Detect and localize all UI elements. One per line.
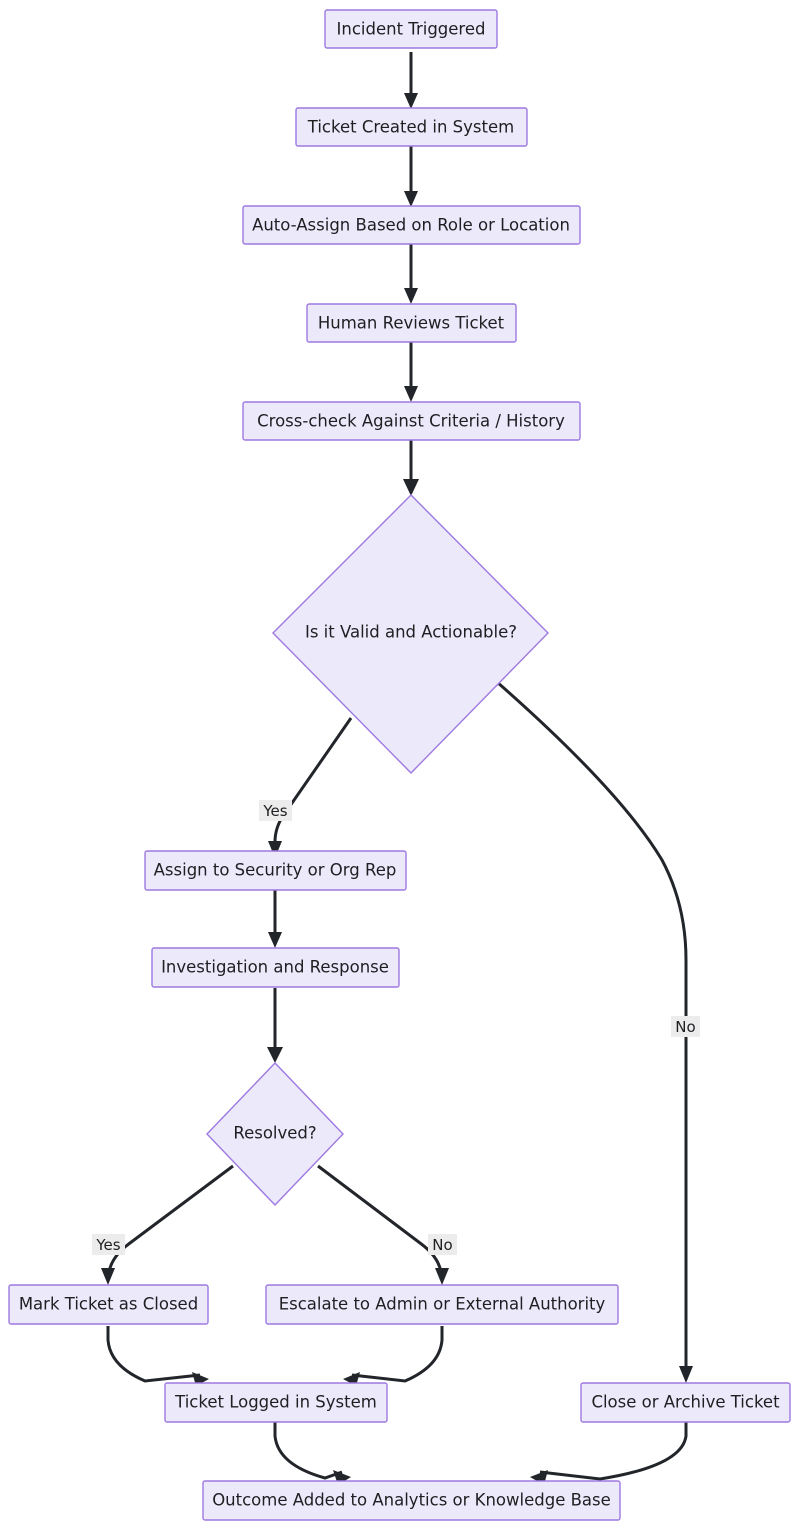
node-assign-security-rep-label: Assign to Security or Org Rep — [154, 861, 397, 880]
edge-archive-to-outcome — [539, 1422, 688, 1481]
node-cross-check-label: Cross-check Against Criteria / History — [257, 412, 565, 431]
arrowhead-crosscheck-to-valid — [403, 479, 419, 496]
node-escalate-admin-shape[interactable] — [265, 1284, 619, 1325]
node-outcome-analytics-shape[interactable] — [202, 1480, 621, 1521]
node-incident-triggered-shape[interactable] — [324, 9, 498, 49]
edge-logged-to-outcome — [273, 1422, 343, 1480]
node-human-reviews-shape[interactable] — [306, 303, 517, 343]
node-assign-security-rep-shape[interactable] — [144, 850, 407, 891]
edge-valid-to-archive — [496, 680, 688, 1375]
node-ticket-logged[interactable]: Ticket Logged in System — [164, 1382, 388, 1423]
node-close-archive-ticket-label: Close or Archive Ticket — [591, 1393, 780, 1412]
edge-label-valid-yes-text: Yes — [262, 802, 287, 820]
node-ticket-created[interactable]: Ticket Created in System — [295, 107, 528, 147]
edge-label-group: Yes No Yes No — [92, 800, 700, 1255]
edge-markclosed-to-logged — [106, 1326, 201, 1383]
edge-label-resolved-yes-text: Yes — [95, 1236, 120, 1254]
edge-label-valid-yes: Yes — [259, 800, 292, 821]
node-mark-ticket-closed[interactable]: Mark Ticket as Closed — [8, 1284, 209, 1325]
node-group: Incident Triggered Ticket Created in Sys… — [8, 9, 791, 1521]
arrowhead-autoassign-to-review — [404, 288, 418, 304]
arrowhead-ticket-to-autoassign — [404, 191, 418, 207]
edge-label-resolved-no-bg — [428, 1234, 457, 1255]
node-investigation-response[interactable]: Investigation and Response — [151, 947, 400, 988]
node-ticket-created-shape[interactable] — [295, 107, 528, 147]
edge-group — [101, 52, 693, 1485]
edge-resolved-to-markclosed — [106, 1164, 234, 1279]
arrowhead-investigation-to-resolved — [267, 1047, 283, 1063]
node-human-reviews-label: Human Reviews Ticket — [318, 314, 505, 333]
node-outcome-analytics[interactable]: Outcome Added to Analytics or Knowledge … — [202, 1480, 621, 1521]
edge-escalate-to-logged — [351, 1326, 444, 1383]
arrowhead-resolved-to-markclosed — [101, 1268, 115, 1285]
arrowhead-valid-to-archive — [679, 1366, 693, 1383]
edge-label-valid-no-text: No — [675, 1018, 695, 1036]
arrowhead-valid-to-assignrep — [268, 841, 282, 858]
node-is-valid-actionable[interactable]: Is it Valid and Actionable? — [272, 494, 549, 774]
edge-label-resolved-no-text: No — [432, 1236, 452, 1254]
node-close-archive-ticket[interactable]: Close or Archive Ticket — [580, 1382, 791, 1423]
node-ticket-logged-shape[interactable] — [164, 1382, 388, 1423]
node-mark-ticket-closed-label: Mark Ticket as Closed — [19, 1295, 198, 1314]
node-ticket-logged-label: Ticket Logged in System — [174, 1393, 377, 1412]
node-auto-assign[interactable]: Auto-Assign Based on Role or Location — [242, 205, 581, 245]
edge-resolved-to-escalate — [317, 1164, 444, 1279]
node-auto-assign-label: Auto-Assign Based on Role or Location — [252, 216, 570, 235]
node-investigation-response-shape[interactable] — [151, 947, 400, 988]
edge-label-valid-no: No — [671, 1016, 700, 1037]
node-resolved[interactable]: Resolved? — [206, 1061, 344, 1207]
node-incident-triggered-label: Incident Triggered — [337, 20, 486, 39]
node-cross-check[interactable]: Cross-check Against Criteria / History — [242, 401, 581, 441]
node-outcome-analytics-label: Outcome Added to Analytics or Knowledge … — [212, 1491, 611, 1510]
node-resolved-shape[interactable] — [206, 1061, 344, 1207]
node-mark-ticket-closed-shape[interactable] — [8, 1284, 209, 1325]
arrowhead-incident-to-ticket — [404, 93, 418, 109]
node-ticket-created-label: Ticket Created in System — [307, 118, 514, 137]
node-auto-assign-shape[interactable] — [242, 205, 581, 245]
edge-label-resolved-yes: Yes — [92, 1234, 125, 1255]
arrowhead-assignrep-to-investigation — [268, 932, 282, 948]
node-escalate-admin[interactable]: Escalate to Admin or External Authority — [265, 1284, 619, 1325]
node-human-reviews[interactable]: Human Reviews Ticket — [306, 303, 517, 343]
arrowhead-review-to-crosscheck — [404, 386, 418, 402]
edge-valid-to-assignrep — [273, 717, 353, 850]
node-investigation-response-label: Investigation and Response — [161, 958, 389, 977]
arrowhead-resolved-to-escalate — [435, 1268, 449, 1285]
node-incident-triggered[interactable]: Incident Triggered — [324, 9, 498, 49]
node-escalate-admin-label: Escalate to Admin or External Authority — [279, 1295, 606, 1314]
edge-label-resolved-no: No — [428, 1234, 457, 1255]
edge-label-valid-yes-bg — [259, 800, 292, 821]
node-cross-check-shape[interactable] — [242, 401, 581, 441]
edge-label-valid-no-bg — [671, 1016, 700, 1037]
node-close-archive-ticket-shape[interactable] — [580, 1382, 791, 1423]
node-assign-security-rep[interactable]: Assign to Security or Org Rep — [144, 850, 407, 891]
node-is-valid-actionable-shape[interactable] — [272, 494, 549, 774]
node-resolved-label: Resolved? — [233, 1124, 316, 1143]
node-is-valid-actionable-label: Is it Valid and Actionable? — [305, 623, 517, 642]
edge-label-resolved-yes-bg — [92, 1234, 125, 1255]
